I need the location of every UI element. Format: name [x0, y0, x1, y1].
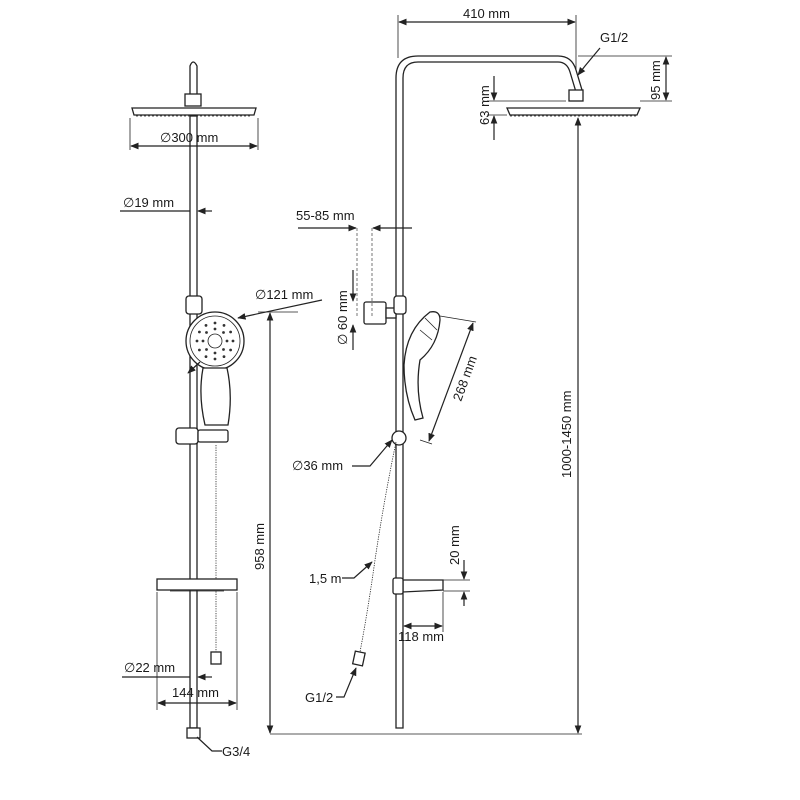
label-144: 144 mm	[172, 685, 219, 700]
nozzle-dot	[222, 331, 225, 334]
g34-leader	[196, 736, 222, 752]
nozzle-dot	[201, 339, 205, 343]
front-riser-rail	[189, 115, 198, 729]
nozzle-dot	[213, 321, 217, 325]
front-shower-arm	[189, 61, 198, 97]
label-410: 410 mm	[463, 6, 510, 21]
side-wall-bracket	[363, 301, 387, 325]
side-shelf-clamp	[392, 577, 404, 595]
front-view	[131, 61, 257, 739]
nozzle-dot	[225, 339, 229, 343]
label-1000-1450: 1000-1450 mm	[559, 391, 574, 478]
hose-length-leader	[342, 561, 373, 579]
side-shower-hose	[359, 441, 397, 653]
nozzle-dot	[204, 355, 208, 358]
front-hose-nut	[210, 651, 222, 665]
front-soap-shelf	[156, 578, 238, 591]
label-g12-top: G1/2	[600, 30, 628, 45]
side-view	[351, 55, 641, 729]
nozzle-dot	[213, 327, 217, 331]
side-dimensions: 410 mm G1/2 95 mm 63 mm 55-85 mm ∅ 60 mm…	[270, 6, 672, 735]
nozzle-dot	[222, 324, 226, 327]
label-55-85: 55-85 mm	[296, 208, 355, 223]
front-hand-shower-nozzles	[195, 321, 235, 361]
nozzle-dot	[231, 339, 235, 343]
nozzle-dot	[204, 324, 208, 327]
nozzle-dot	[195, 339, 199, 343]
label-20: 20 mm	[447, 525, 462, 565]
nozzle-dot	[229, 330, 233, 334]
label-118: 118 mm	[398, 629, 444, 644]
label-63: 63 mm	[477, 85, 492, 125]
side-slider-ball	[391, 430, 407, 446]
dim-d121-leader	[237, 299, 323, 320]
label-958: 958 mm	[252, 523, 267, 570]
nozzle-dot	[205, 331, 208, 334]
side-head-connector	[568, 89, 584, 102]
front-slider-clamp	[197, 429, 229, 443]
nozzle-dot	[198, 330, 201, 334]
nozzle-dot	[205, 348, 208, 351]
side-riser-pipe	[395, 55, 583, 729]
label-d36: ∅36 mm	[292, 458, 343, 473]
nozzle-dot	[229, 348, 233, 352]
front-rain-shower-head	[131, 107, 257, 116]
g12-top-leader	[577, 47, 601, 76]
front-hand-shower-center	[207, 333, 223, 349]
label-1-5m: 1,5 m	[309, 571, 342, 586]
dim-268-line	[428, 322, 474, 442]
side-rain-shower-head	[506, 107, 641, 116]
label-d300: ∅300 mm	[160, 130, 218, 145]
label-d60: ∅ 60 mm	[335, 290, 350, 345]
label-d121: ∅121 mm	[255, 287, 313, 302]
front-arm-connector	[184, 93, 202, 107]
label-268: 268 mm	[450, 354, 480, 403]
label-d22: ∅22 mm	[124, 660, 175, 675]
side-hose-nut	[351, 650, 366, 667]
front-bottom-inlet	[186, 727, 201, 739]
label-d19: ∅19 mm	[123, 195, 174, 210]
g12-bottom-leader	[336, 667, 357, 698]
front-hand-shower-head	[185, 311, 245, 371]
front-hand-shower-holder	[185, 295, 203, 315]
front-hand-shower-handle	[200, 367, 231, 426]
label-g12-bottom: G1/2	[305, 690, 333, 705]
nozzle-dot	[213, 357, 217, 361]
side-hand-holder	[393, 295, 407, 315]
d36-leader	[352, 439, 393, 467]
front-dimensions: ∅300 mm ∅19 mm ∅121 mm 958 mm ∅22 mm 144…	[120, 118, 323, 759]
nozzle-dot	[222, 355, 226, 358]
nozzle-dot	[198, 348, 201, 352]
nozzle-dot	[213, 351, 217, 355]
front-slider	[175, 427, 199, 445]
nozzle-dot	[222, 348, 225, 351]
side-soap-shelf	[402, 579, 444, 593]
front-hand-shower-face	[189, 315, 241, 367]
label-95: 95 mm	[648, 60, 663, 100]
label-g34: G3/4	[222, 744, 250, 759]
